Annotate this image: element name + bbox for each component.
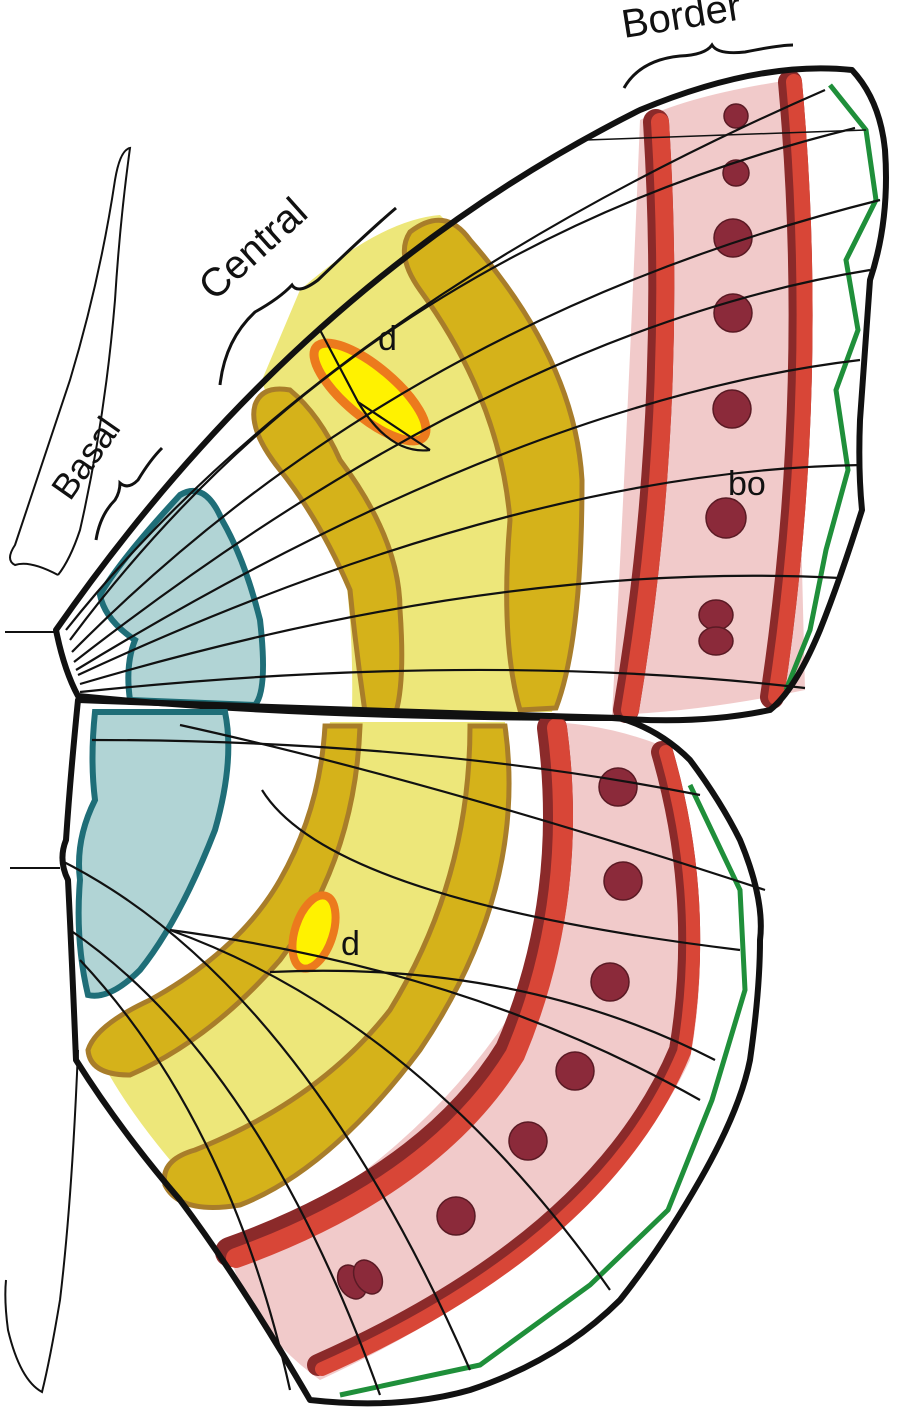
region-braces xyxy=(94,42,794,541)
forewing-border-crosslines xyxy=(585,129,867,141)
abdomen-outline xyxy=(4,1049,79,1394)
border-brace xyxy=(622,42,794,89)
ocellus xyxy=(712,389,752,429)
ocellus xyxy=(508,1121,548,1161)
central-brace xyxy=(218,206,397,386)
ocellus xyxy=(705,497,747,539)
hindwing-basal-field xyxy=(75,709,232,999)
ocellus xyxy=(598,767,638,807)
ocellus xyxy=(723,103,749,129)
forewing-border-outer-band-core xyxy=(768,74,813,705)
border-ocelli-label: bo xyxy=(728,465,766,503)
forewing-border-ocelli xyxy=(698,103,753,656)
forewing-outline xyxy=(53,65,889,724)
hindwing-border-inner-band-core xyxy=(226,718,574,1268)
hindwing-margin-line xyxy=(339,783,748,1398)
central-label: Central xyxy=(191,190,316,309)
ocellus xyxy=(698,599,734,631)
hindwing-outline xyxy=(59,697,764,1407)
ocellus xyxy=(555,1051,595,1091)
ocellus xyxy=(722,159,750,187)
hindwing xyxy=(10,697,766,1407)
forewing-margin-line xyxy=(783,83,879,691)
forewing-border-inner-band-core xyxy=(621,113,675,719)
forewing-discal-label: d xyxy=(378,320,397,358)
ocellus xyxy=(436,1196,476,1236)
hindwing-border-ocelli xyxy=(336,767,643,1300)
body-outline xyxy=(9,146,132,576)
forewing-discal-spot xyxy=(309,338,431,446)
ocellus xyxy=(352,1259,384,1295)
forewing xyxy=(5,65,889,724)
basal-brace xyxy=(94,446,164,541)
ocellus xyxy=(713,293,753,333)
ocellus xyxy=(713,218,753,258)
ocellus xyxy=(698,626,734,656)
ocellus xyxy=(590,962,630,1002)
ocellus xyxy=(603,861,643,901)
hindwing-discal-label: d xyxy=(341,925,360,963)
hindwing-discal-spot xyxy=(288,891,340,973)
forewing-central-inner-band xyxy=(251,386,405,715)
border-label: Border xyxy=(619,0,744,47)
forewing-veins xyxy=(65,88,881,694)
hindwing-border-outer-band-core xyxy=(315,745,701,1376)
forewing-basal-field xyxy=(96,488,267,709)
hindwing-veins xyxy=(59,723,766,1396)
